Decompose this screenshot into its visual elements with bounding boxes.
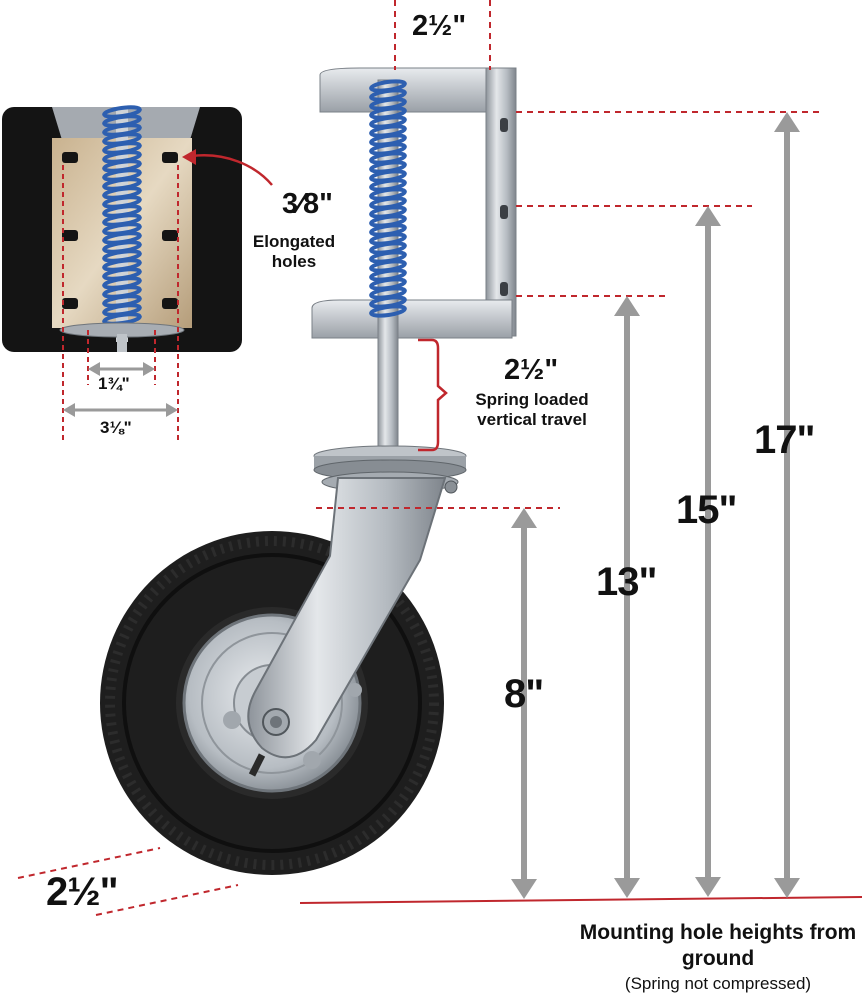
hole-callout-arrow (182, 149, 273, 186)
reference-lines (17, 0, 820, 916)
arrow-8 (511, 508, 537, 899)
hole-spacing-label: 1¾" (98, 374, 130, 393)
fork (247, 477, 458, 759)
top-bracket (311, 67, 517, 339)
height-15-label: 15" (676, 488, 737, 532)
inset-spring (102, 105, 142, 326)
hole-size-label: 3⁄8" (282, 188, 333, 220)
tire-width-label: 2½" (46, 870, 119, 914)
inset-photo (2, 105, 242, 440)
height-13-label: 13" (596, 560, 657, 604)
travel-brace (418, 338, 448, 452)
arrow-15 (695, 206, 721, 897)
caption-note: (Spring not compressed) (624, 974, 812, 993)
height-17-label: 17" (754, 418, 815, 462)
height-8-label: 8" (504, 672, 544, 716)
travel-value-label: 2½" (504, 354, 559, 386)
inset-holes (62, 152, 178, 309)
travel-description-label: Spring loaded vertical travel (475, 390, 589, 429)
arrow-13 (614, 296, 640, 898)
arrow-17 (774, 112, 800, 898)
top-width-label: 2½" (412, 10, 467, 42)
plate-width-label: 3⅛" (100, 418, 132, 437)
hole-type-label: Elongated holes (252, 232, 336, 271)
ground-line (299, 896, 863, 904)
caption-title: Mounting hole heights from ground (579, 921, 857, 970)
height-arrows (511, 112, 800, 899)
inset-dimension-arrows (63, 362, 178, 417)
spring (369, 79, 407, 318)
